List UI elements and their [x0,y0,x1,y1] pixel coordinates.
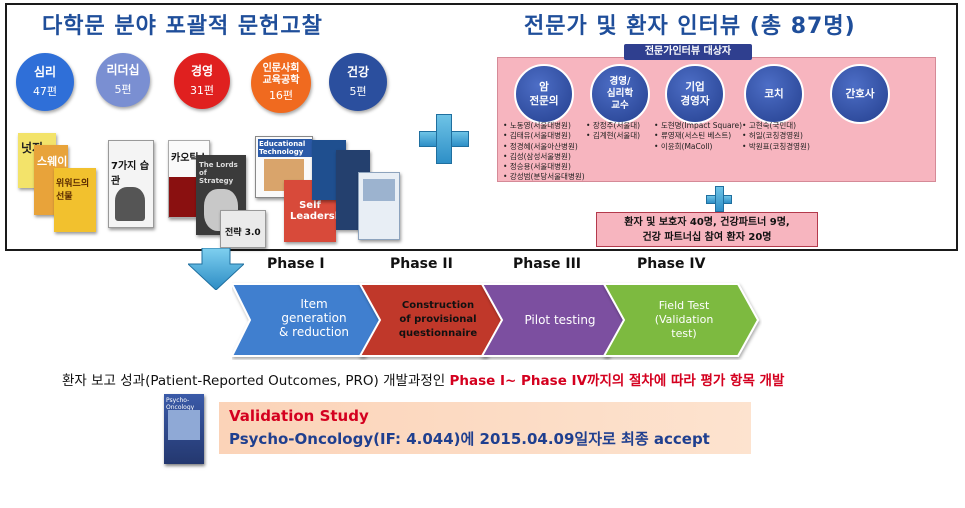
literature-review-title: 다학문 분야 포괄적 문헌고찰 [42,14,323,39]
expert-professor: 경영/ 심리학 교수 [590,64,650,124]
phase-1-label: Phase I [267,256,325,272]
validation-box [219,402,751,454]
small-plus-icon-vertical [715,186,724,212]
book-cover-7habits: 7가지 습관 [108,140,154,228]
names-coaches: 고현숙(국민대)허일(코칭경영원)박원표(코칭경영원) [742,121,810,152]
phase-4-text: Field Test (Validation test) [654,299,714,340]
names-oncologists: 노동영(서울대병원)김태유(서울대병원)정경혜(서울아산병원) 김성(삼성서울병… [503,121,585,183]
phase-3-text: Pilot testing [524,313,596,327]
phase-3-label: Phase III [513,256,582,272]
pro-highlight: Phase I~ Phase IV까지의 절차에 따라 평가 항목 개발 [449,373,785,389]
expert-coach: 코치 [744,64,804,124]
plus-icon-vertical [436,114,452,164]
book-cover-gift: 위워드의 선물 [54,168,96,232]
phase-1-text: Item generation & reduction [278,297,350,339]
pro-description: 환자 보고 성과(Patient-Reported Outcomes, PRO)… [62,369,784,389]
phase-2-text: Construction of provisional questionnair… [398,300,478,339]
book-cover-health-3 [358,172,400,240]
pro-prefix: 환자 보고 성과(Patient-Reported Outcomes, PRO)… [62,373,450,389]
validation-subtitle: Psycho-Oncology(IF: 4.044)에 2015.04.09일자… [229,430,710,448]
expert-executive: 기업 경영자 [665,64,725,124]
patients-box: 환자 및 보호자 40명, 건강파트너 9명, 건강 파트너십 참여 환자 20… [596,212,818,247]
expert-nurse: 간호사 [830,64,890,124]
book-cover-strategy3: 전략 3.0 [220,210,266,248]
expert-tag: 전문가인터뷰 대상자 [624,44,752,60]
down-arrow-icon [188,248,244,290]
phase-chevrons [232,283,760,357]
journal-cover-title: Psycho-Oncology [166,397,195,411]
names-executives: 도현명(Impact Square)류영재(서스틴 베스트)이윤희(MaColl… [654,121,742,152]
phase-2-label: Phase II [390,256,453,272]
expert-oncologist: 암 전문의 [514,64,574,124]
validation-title: Validation Study [229,407,369,425]
phase-4-chevron [602,283,760,357]
journal-cover: Psycho-Oncology [164,394,204,464]
phase-4-label: Phase IV [637,256,706,272]
interview-title: 전문가 및 환자 인터뷰 (총 87명) [524,14,856,39]
names-professors: 장정주(서울대)김계현(서울대) [586,121,640,142]
